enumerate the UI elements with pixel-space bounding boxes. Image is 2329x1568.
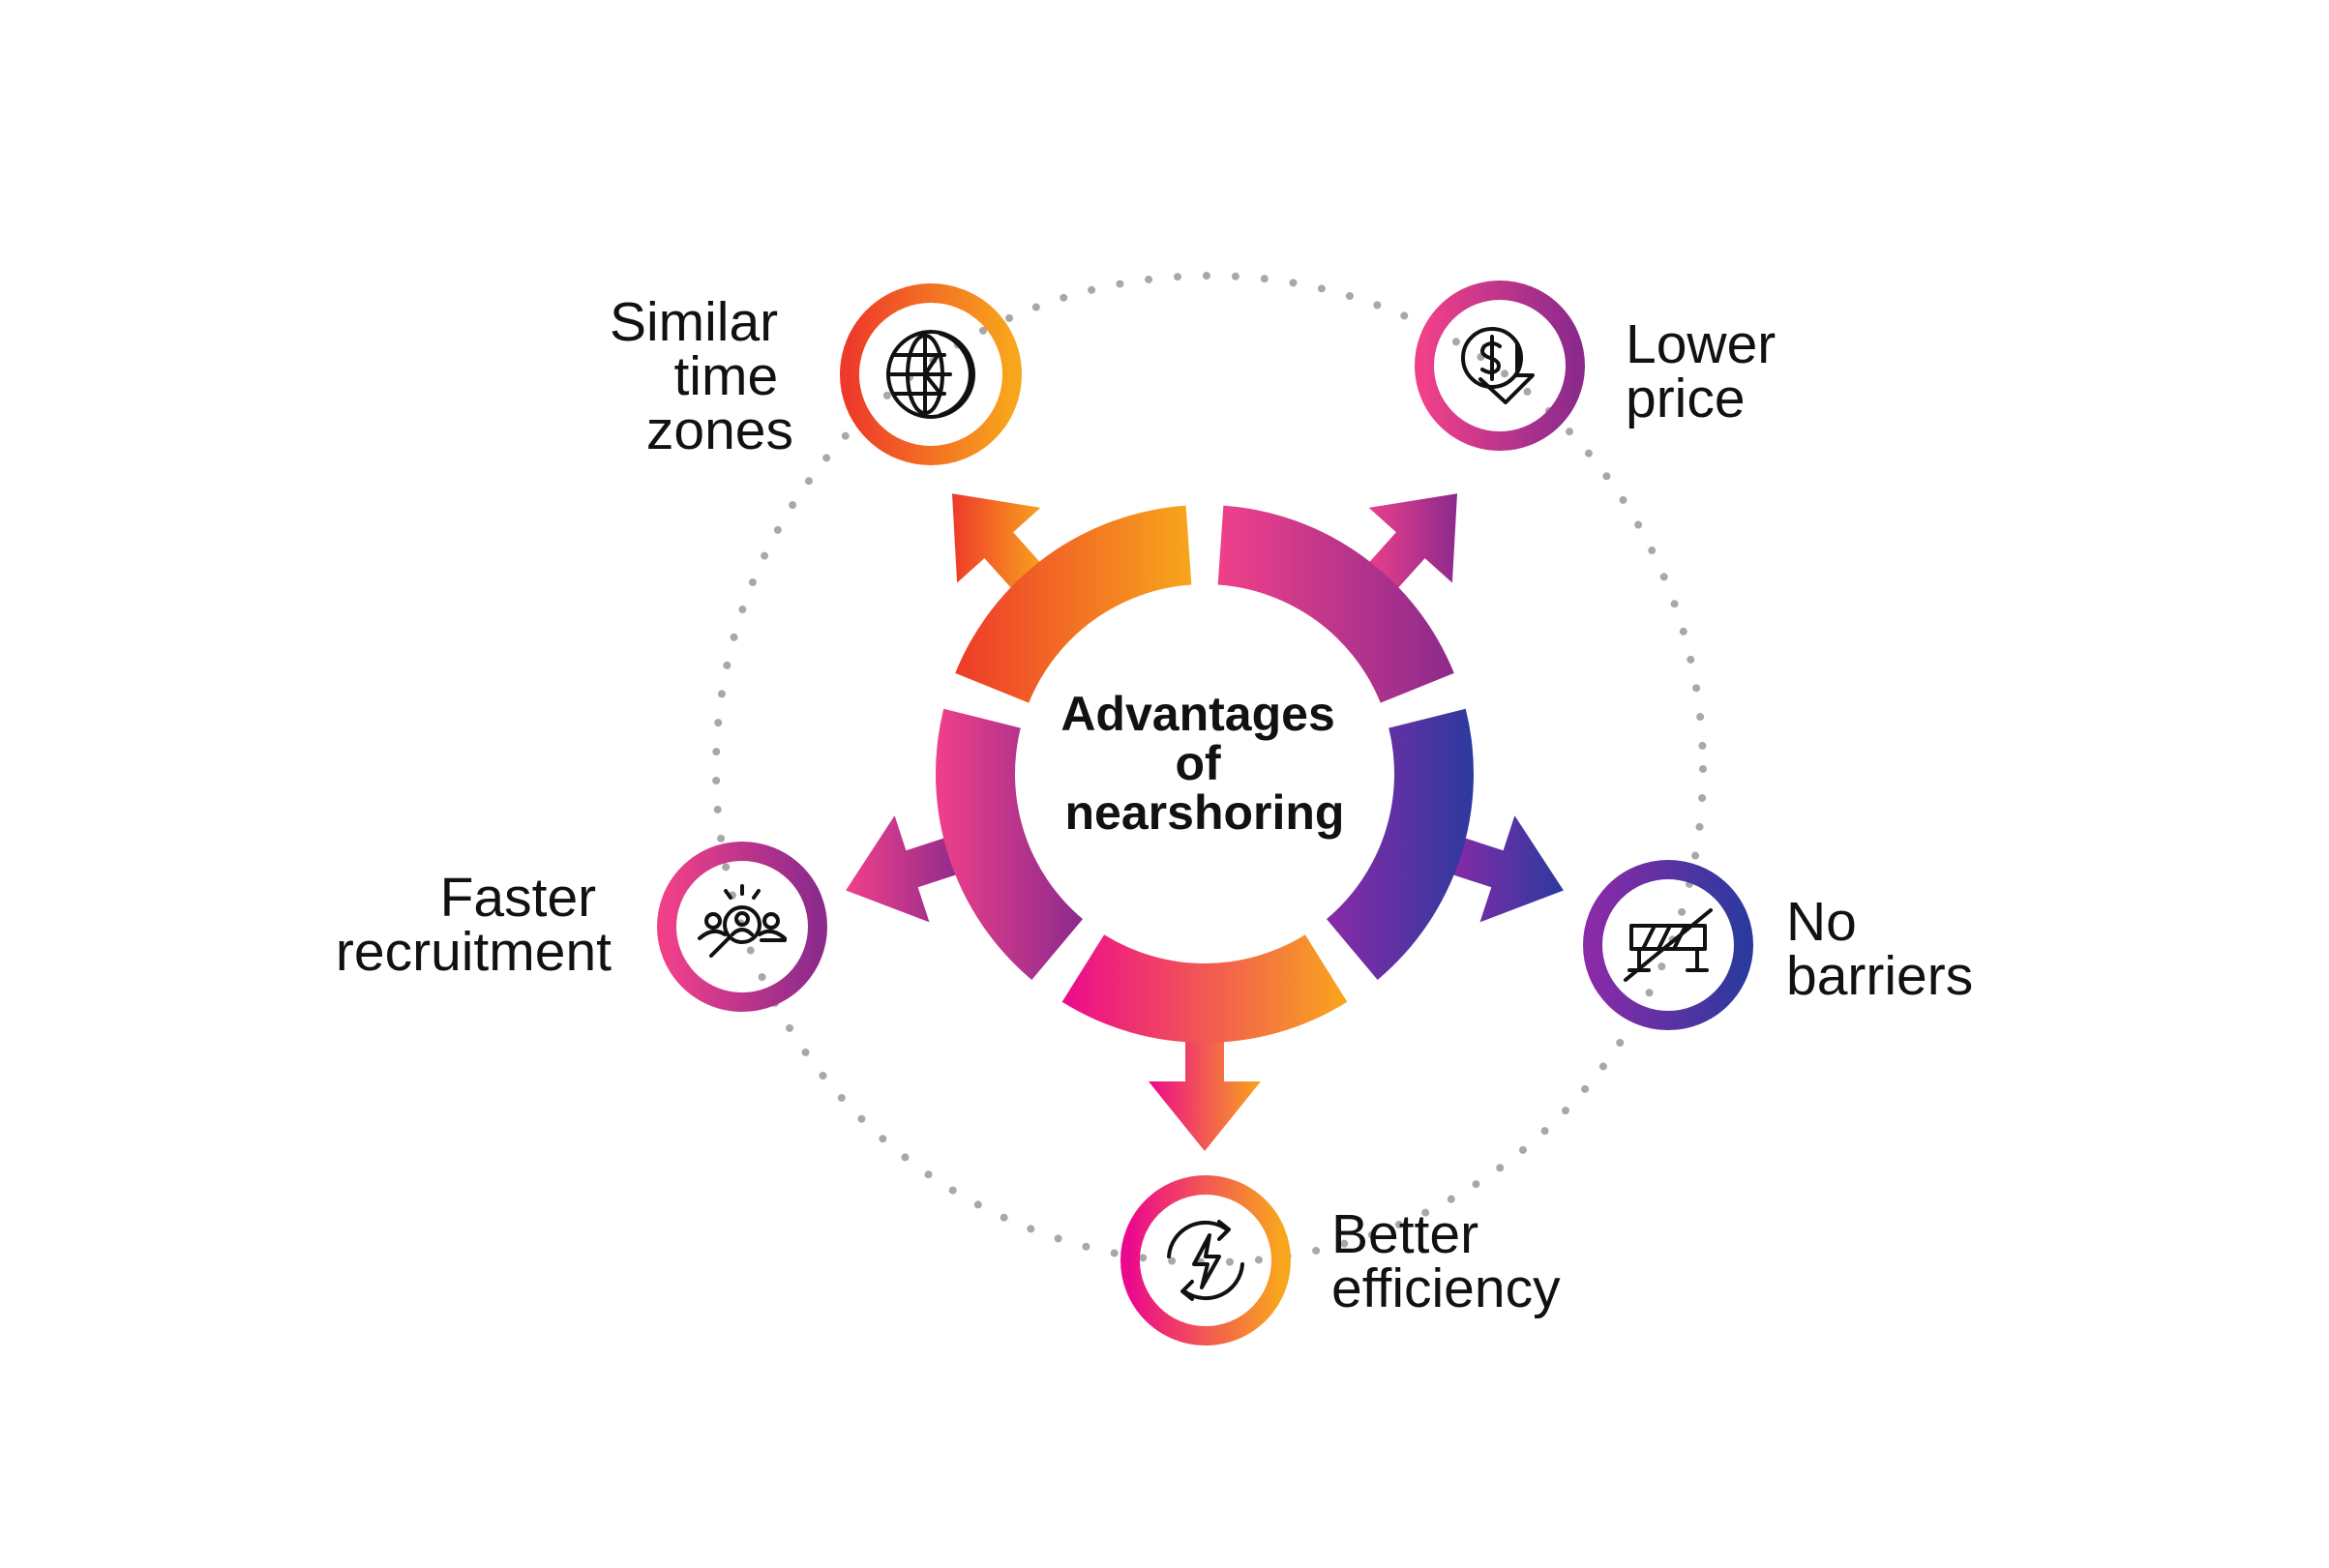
time-zones-label-line-3: zones bbox=[646, 399, 793, 461]
lower-price-label-line-2: price bbox=[1626, 368, 1746, 429]
svg-text:Similar time zones: Similar time zones bbox=[610, 291, 793, 461]
recruitment-search-icon bbox=[698, 884, 787, 958]
faster-recruitment-label-line-2: recruitment bbox=[336, 921, 612, 983]
segment-no-barriers bbox=[1326, 708, 1474, 980]
center-title: Advantages of nearshoring bbox=[1060, 687, 1348, 840]
lightning-cycle-icon bbox=[1167, 1220, 1244, 1301]
no-barriers-label-line-1: No bbox=[1786, 891, 1857, 953]
svg-text:Faster recruitment: Faster recruitment bbox=[336, 867, 612, 983]
item-lower-price: Lower price bbox=[1415, 281, 1791, 451]
time-zones-label-line-2: time bbox=[673, 345, 778, 407]
no-barriers-badge-ring bbox=[1583, 860, 1753, 1030]
item-no-barriers: No barriers bbox=[1583, 860, 1973, 1030]
item-better-efficiency: Better efficiency bbox=[1120, 1175, 1561, 1346]
center-title-line-3: nearshoring bbox=[1065, 785, 1345, 840]
center-segmented-ring bbox=[846, 493, 1564, 1151]
arrow-lower-price bbox=[1363, 493, 1457, 595]
lower-price-badge-ring bbox=[1415, 281, 1585, 451]
segment-better-efficiency bbox=[1061, 934, 1348, 1043]
lower-price-label-line-1: Lower bbox=[1626, 313, 1776, 375]
better-efficiency-badge-ring bbox=[1120, 1175, 1291, 1346]
segment-time-zones bbox=[955, 505, 1192, 703]
better-efficiency-label-line-1: Better bbox=[1331, 1203, 1478, 1265]
segment-faster-recruitment bbox=[936, 708, 1084, 980]
arrow-faster-recruitment bbox=[846, 815, 965, 923]
time-zones-label-line-1: Similar bbox=[610, 291, 778, 353]
item-similar-time-zones: Similar time zones bbox=[610, 283, 1022, 465]
faster-recruitment-badge-ring bbox=[657, 842, 827, 1012]
svg-text:No barriers: No barriers bbox=[1786, 891, 1973, 1007]
globe-clock-icon bbox=[886, 330, 975, 419]
item-faster-recruitment: Faster recruitment bbox=[336, 842, 827, 1012]
segment-lower-price bbox=[1217, 505, 1454, 703]
time-zones-badge-ring bbox=[840, 283, 1022, 465]
arrow-time-zones bbox=[952, 493, 1046, 595]
barrier-icon bbox=[1624, 908, 1713, 982]
center-disc bbox=[1017, 586, 1392, 962]
no-barriers-label-line-2: barriers bbox=[1786, 945, 1973, 1007]
dollar-down-icon bbox=[1461, 327, 1535, 404]
center-title-line-1: Advantages bbox=[1060, 687, 1334, 741]
svg-text:Better efficiency: Better efficiency bbox=[1331, 1203, 1561, 1319]
dotted-orbit bbox=[712, 272, 1707, 1266]
arrow-better-efficiency bbox=[1149, 1033, 1261, 1151]
better-efficiency-label-line-2: efficiency bbox=[1331, 1257, 1561, 1319]
svg-text:Lower price: Lower price bbox=[1626, 313, 1791, 429]
arrow-no-barriers bbox=[1445, 815, 1564, 923]
faster-recruitment-label-line-1: Faster bbox=[440, 867, 597, 929]
center-title-line-2: of bbox=[1175, 736, 1221, 790]
